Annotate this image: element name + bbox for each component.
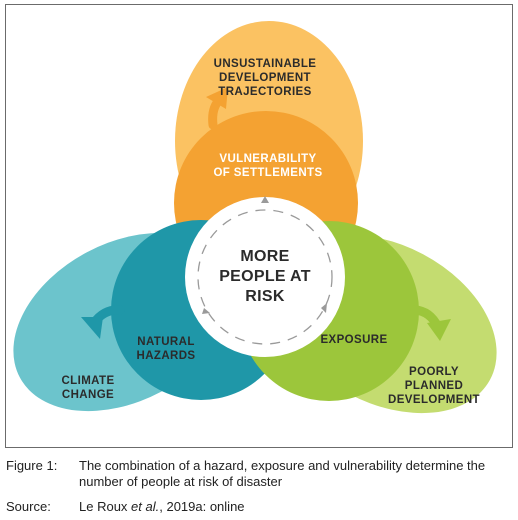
source-caption: Source: Le Roux et al., 2019a: online [6,499,512,517]
label-hazards-1: NATURAL [137,336,195,348]
arrow-to-poor-planning [410,305,451,341]
label-planned-3: DEVELOPMENT [388,394,480,406]
label-vulnerability-1: VULNERABILITY [219,153,316,165]
label-climate-1: CLIMATE [61,375,114,387]
ring-arrowheads [202,196,327,314]
center-line-2: PEOPLE AT [219,268,311,285]
arrow-to-trajectories [206,87,228,130]
figure-caption-label: Figure 1: [6,458,58,473]
risk-diagram: MORE PEOPLE AT RISK UNSUSTAINABLE DEVELO… [13,21,497,414]
label-hazards-2: HAZARDS [136,350,195,362]
figure-caption-text: The combination of a hazard, exposure an… [79,458,486,489]
center-dashed-ring [197,209,333,345]
figure-caption: Figure 1: The combination of a hazard, e… [6,458,512,492]
source-author-etal: et al. [131,499,160,514]
label-exposure: EXPOSURE [320,334,387,346]
label-vulnerability-2: OF SETTLEMENTS [213,167,322,179]
label-planned-2: PLANNED [405,380,463,392]
label-trajectories-3: TRAJECTORIES [218,86,311,98]
arrow-to-climate-change [81,305,125,339]
center-circle [185,197,345,357]
source-caption-label: Source: [6,499,51,514]
source-citation: , 2019a: online [159,499,245,514]
source-caption-text: Le Roux et al., 2019a: online [79,499,499,515]
label-climate-2: CHANGE [62,389,114,401]
label-trajectories-2: DEVELOPMENT [219,72,311,84]
label-planned-1: POORLY [409,366,459,378]
figure-frame: MORE PEOPLE AT RISK UNSUSTAINABLE DEVELO… [5,4,513,448]
label-trajectories-1: UNSUSTAINABLE [214,58,317,70]
center-line-1: MORE [240,248,289,265]
center-line-3: RISK [245,288,285,305]
source-author: Le Roux [79,499,132,514]
